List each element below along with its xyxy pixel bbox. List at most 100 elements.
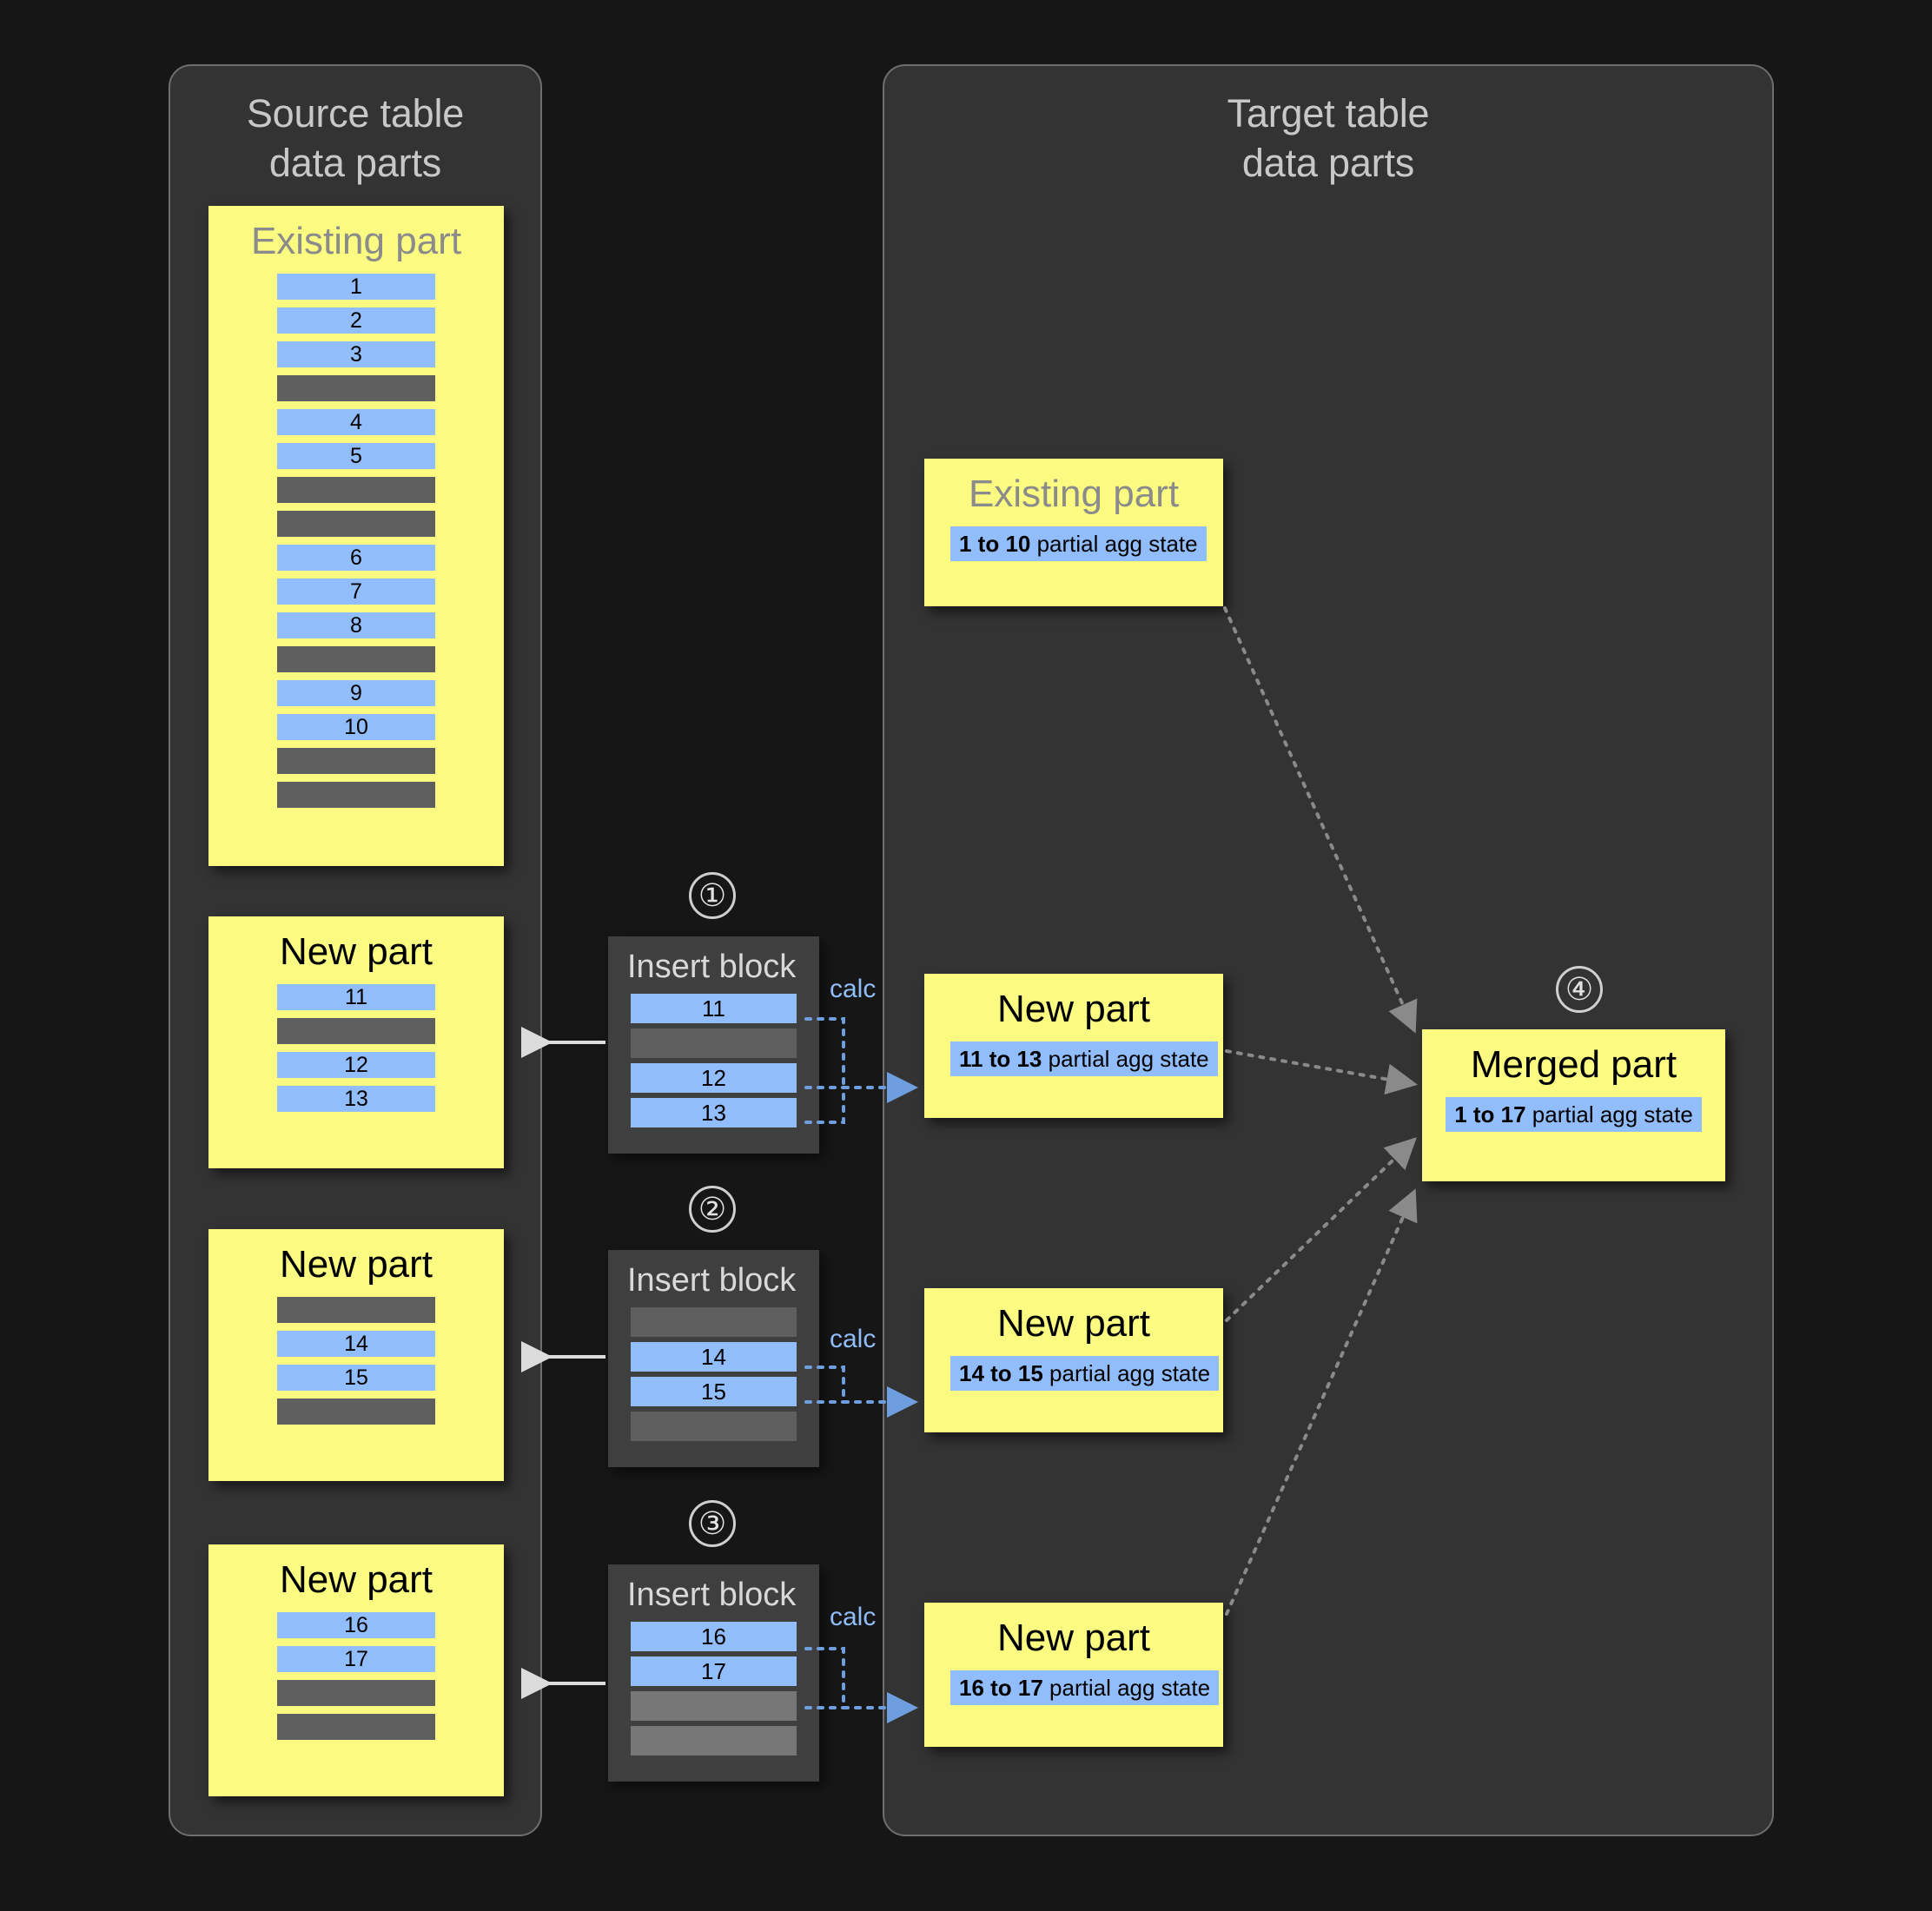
target-existing-part-agg-chip: 1 to 10 partial agg state — [950, 526, 1207, 561]
insert-block-2-title: Insert block — [627, 1262, 797, 1299]
agg-range-0: 1 to 10 — [959, 531, 1031, 557]
insert-block-2-other-row — [631, 1307, 797, 1337]
source-new-2-other-row — [277, 1399, 435, 1425]
source-new-1-data-row: 13 — [277, 1086, 435, 1112]
agg-range-3: 16 to 17 — [959, 1675, 1043, 1701]
calc-label-2: calc — [830, 1325, 877, 1353]
insert-block-1-rows: 11 12 13 — [608, 994, 819, 1150]
insert-block-1-title: Insert block — [627, 949, 797, 985]
source-existing-data-row: 4 — [277, 409, 435, 435]
insert-block-3-title: Insert block — [627, 1577, 797, 1613]
target-new-part-2-agg-chip: 14 to 15 partial agg state — [950, 1356, 1220, 1391]
agg-rest-merged: partial agg state — [1525, 1101, 1693, 1127]
target-existing-part-chip-wrap: 1 to 10 partial agg state — [924, 526, 1223, 575]
source-new-3-other-row — [277, 1680, 435, 1706]
merged-part-agg-chip: 1 to 17 partial agg state — [1446, 1097, 1702, 1132]
insert-block-3-other-row — [631, 1691, 797, 1721]
insert-block-2-other-row — [631, 1412, 797, 1441]
source-existing-data-row: 8 — [277, 612, 435, 638]
source-existing-data-row: 1 — [277, 274, 435, 300]
source-existing-data-row: 7 — [277, 579, 435, 605]
source-new-1-other-row — [277, 1018, 435, 1044]
source-existing-data-row: 9 — [277, 680, 435, 706]
insert-block-3-data-row: 17 — [631, 1656, 797, 1686]
target-new-part-3: New part 16 to 17 partial agg state — [924, 1603, 1223, 1747]
step-badge-1: ① — [689, 872, 736, 919]
source-existing-part-title: Existing part — [250, 220, 462, 262]
source-new-3-data-row: 17 — [277, 1646, 435, 1672]
source-new-part-1-title: New part — [279, 930, 433, 973]
source-existing-part-rows: 1 2 3 4 5 6 7 8 9 10 — [208, 274, 504, 808]
target-new-part-3-chip-wrap: 16 to 17 partial agg state — [924, 1670, 1223, 1719]
agg-rest-1: partial agg state — [1042, 1046, 1209, 1072]
insert-block-1: Insert block 11 12 13 — [608, 936, 819, 1154]
source-new-1-data-row: 11 — [277, 984, 435, 1010]
agg-range-merged: 1 to 17 — [1454, 1101, 1526, 1127]
target-new-part-1-agg-chip: 11 to 13 partial agg state — [950, 1041, 1218, 1076]
insert-block-1-data-row: 12 — [631, 1063, 797, 1093]
target-existing-part-title: Existing part — [968, 473, 1180, 515]
agg-range-2: 14 to 15 — [959, 1360, 1043, 1386]
source-table-title: Source table data parts — [246, 91, 465, 185]
source-new-1-data-row: 12 — [277, 1052, 435, 1078]
merged-part-title: Merged part — [1470, 1043, 1677, 1086]
source-new-2-other-row — [277, 1297, 435, 1323]
calc-label-3: calc — [830, 1603, 877, 1631]
insert-block-2-data-row: 14 — [631, 1342, 797, 1372]
target-new-part-1-title: New part — [996, 988, 1151, 1030]
target-new-part-2-title: New part — [996, 1302, 1151, 1345]
step-badge-2: ② — [689, 1186, 736, 1233]
target-table-panel: Target table data parts — [883, 64, 1774, 1836]
target-existing-part: Existing part 1 to 10 partial agg state — [924, 459, 1223, 606]
source-existing-other-row — [277, 748, 435, 774]
step-badge-4: ④ — [1556, 966, 1603, 1013]
agg-rest-2: partial agg state — [1042, 1360, 1211, 1386]
source-new-part-3-title: New part — [279, 1558, 433, 1601]
agg-range-1: 11 to 13 — [959, 1046, 1042, 1072]
source-existing-other-row — [277, 646, 435, 672]
merged-part: Merged part 1 to 17 partial agg state — [1422, 1029, 1725, 1181]
source-existing-data-row: 5 — [277, 443, 435, 469]
target-table-title: Target table data parts — [1227, 91, 1430, 185]
source-existing-data-row: 3 — [277, 341, 435, 367]
source-existing-other-row — [277, 782, 435, 808]
target-new-part-1: New part 11 to 13 partial agg state — [924, 974, 1223, 1118]
target-new-part-3-agg-chip: 16 to 17 partial agg state — [950, 1670, 1220, 1705]
source-new-3-other-row — [277, 1714, 435, 1740]
source-existing-other-row — [277, 511, 435, 537]
source-new-part-2-title: New part — [279, 1243, 433, 1286]
source-existing-part: Existing part 1 2 3 4 5 6 7 8 9 10 — [208, 206, 504, 866]
source-new-part-1-rows: 11 12 13 — [208, 984, 504, 1112]
insert-block-1-data-row: 13 — [631, 1098, 797, 1127]
source-new-3-data-row: 16 — [277, 1612, 435, 1638]
source-existing-data-row: 6 — [277, 545, 435, 571]
source-new-2-data-row: 14 — [277, 1331, 435, 1357]
insert-block-3-data-row: 16 — [631, 1622, 797, 1651]
merged-part-chip-wrap: 1 to 17 partial agg state — [1422, 1097, 1725, 1146]
source-existing-other-row — [277, 477, 435, 503]
insert-block-2-data-row: 15 — [631, 1377, 797, 1406]
target-new-part-2: New part 14 to 15 partial agg state — [924, 1288, 1223, 1432]
source-existing-data-row: 2 — [277, 307, 435, 334]
calc-label-1: calc — [830, 975, 877, 1003]
source-new-2-data-row: 15 — [277, 1365, 435, 1391]
agg-rest-0: partial agg state — [1030, 531, 1198, 557]
target-new-part-3-title: New part — [996, 1617, 1151, 1659]
insert-block-1-data-row: 11 — [631, 994, 797, 1023]
target-new-part-2-chip-wrap: 14 to 15 partial agg state — [924, 1356, 1223, 1405]
source-existing-other-row — [277, 375, 435, 401]
step-badge-3: ③ — [689, 1500, 736, 1547]
source-existing-data-row: 10 — [277, 714, 435, 740]
target-new-part-1-chip-wrap: 11 to 13 partial agg state — [924, 1041, 1223, 1090]
source-new-part-1: New part 11 12 13 — [208, 916, 504, 1168]
agg-rest-3: partial agg state — [1042, 1675, 1211, 1701]
